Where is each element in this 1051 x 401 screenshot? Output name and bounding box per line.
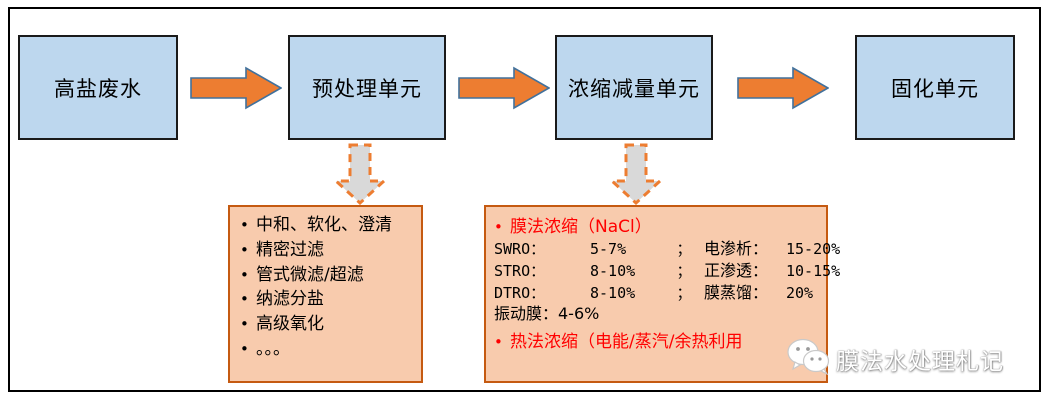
bullet-icon: • xyxy=(240,290,249,309)
tech-name: DTRO： xyxy=(494,283,546,302)
right-block-arrow-icon xyxy=(458,66,551,110)
thermal-detail-label: （电能/蒸汽/余热利用 xyxy=(578,331,743,352)
list-item: • 中和、软化、澄清 xyxy=(240,215,421,237)
flow-box-label: 高盐废水 xyxy=(54,76,142,101)
tech-value: 8-10% xyxy=(590,261,636,280)
tech-name: 膜蒸馏： xyxy=(704,282,769,302)
list-item: • 高级氧化 xyxy=(240,314,421,336)
pretreatment-detail-panel: • 中和、软化、澄清 • 精密过滤 • 管式微滤/超滤 • 纳滤分盐 • 高级氧… xyxy=(228,205,423,383)
list-item-label: 高级氧化 xyxy=(256,314,324,334)
tech-value: 10-15% xyxy=(786,261,841,280)
concentration-detail-panel: • 膜法浓缩（NaCl） SWRO： 5-7% ； 电渗析： 15-20% ST… xyxy=(484,205,840,383)
list-item: • 精密过滤 xyxy=(240,240,421,262)
bullet-icon: • xyxy=(240,315,249,333)
heading-label: 膜法浓缩（NaCl） xyxy=(510,217,652,237)
bullet-icon: • xyxy=(240,339,249,358)
flow-box-label: 固化单元 xyxy=(891,76,979,101)
bullet-icon: • xyxy=(240,216,249,234)
table-row: SWRO： 5-7% ； 电渗析： 15-20% xyxy=(494,238,840,260)
tech-value: 20% xyxy=(786,283,814,302)
tech-name: SWRO： xyxy=(494,240,546,258)
list-item-label: 。。。 xyxy=(256,338,290,359)
row-separator: ； xyxy=(676,283,692,302)
bullet-icon: • xyxy=(494,218,503,236)
right-block-arrow-icon xyxy=(737,66,830,110)
list-item-label: 管式微滤/超滤 xyxy=(256,264,364,285)
list-item: • 。。。 xyxy=(240,339,421,361)
concentration-content: • 膜法浓缩（NaCl） SWRO： 5-7% ； 电渗析： 15-20% ST… xyxy=(486,207,840,352)
right-block-arrow-icon xyxy=(190,66,283,110)
tech-value: 8-10% xyxy=(590,283,636,302)
down-dashed-arrow-icon xyxy=(608,143,664,206)
bullet-icon: • xyxy=(494,332,503,351)
heading-label: 热法浓缩 xyxy=(510,331,578,352)
flow-box-pretreatment-unit[interactable]: 预处理单元 xyxy=(288,35,446,140)
tech-name: 电渗析： xyxy=(704,239,769,258)
vibrating-membrane-row: 振动膜：4-6% xyxy=(494,304,600,324)
flow-box-solidification-unit[interactable]: 固化单元 xyxy=(855,35,1015,140)
list-item-label: 精密过滤 xyxy=(256,239,324,260)
row-separator: ； xyxy=(676,261,692,280)
row-separator: ； xyxy=(676,240,692,258)
list-item-label: 中和、软化、澄清 xyxy=(256,215,392,235)
flow-box-concentration-reduction-unit[interactable]: 浓缩减量单元 xyxy=(555,35,713,140)
table-row: STRO： 8-10% ； 正渗透： 10-15% xyxy=(494,260,840,282)
list-item: • 管式微滤/超滤 xyxy=(240,265,421,287)
table-row: DTRO： 8-10% ； 膜蒸馏： 20% xyxy=(494,282,826,304)
tech-value: 15-20% xyxy=(786,240,841,258)
down-dashed-arrow-icon xyxy=(332,143,388,206)
tech-value: 5-7% xyxy=(590,240,627,258)
tech-name: 正渗透： xyxy=(704,260,769,280)
flow-box-label: 预处理单元 xyxy=(312,76,422,101)
flow-box-label: 浓缩减量单元 xyxy=(568,76,700,101)
flow-box-high-salt-wastewater[interactable]: 高盐废水 xyxy=(18,35,178,140)
list-item-label: 纳滤分盐 xyxy=(256,289,324,310)
pretreatment-list: • 中和、软化、澄清 • 精密过滤 • 管式微滤/超滤 • 纳滤分盐 • 高级氧… xyxy=(230,207,421,361)
membrane-concentration-heading: • 膜法浓缩（NaCl） xyxy=(494,212,826,237)
list-item: • 纳滤分盐 xyxy=(240,289,421,311)
thermal-concentration-heading: • 热法浓缩 （电能/蒸汽/余热利用 xyxy=(494,327,826,352)
bullet-icon: • xyxy=(240,265,249,284)
tech-name: STRO： xyxy=(494,261,546,280)
bullet-icon: • xyxy=(240,240,249,259)
